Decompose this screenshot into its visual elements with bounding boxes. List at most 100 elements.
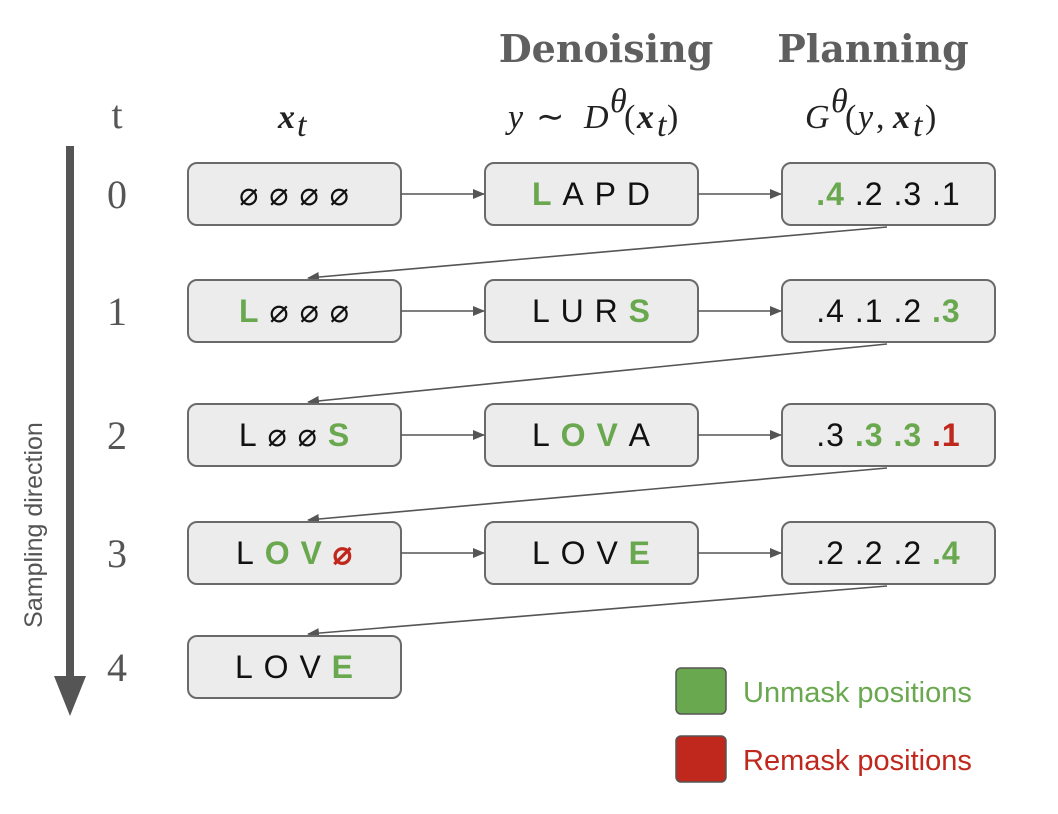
t-axis-label: t bbox=[111, 92, 122, 137]
planning-box-rect bbox=[781, 279, 996, 343]
header-xt-sub: t bbox=[297, 107, 308, 144]
token: E bbox=[619, 535, 651, 571]
token: .1 bbox=[922, 176, 961, 212]
token: L bbox=[532, 417, 551, 453]
xt-box: L ⌀ ⌀ ⌀ bbox=[187, 279, 402, 343]
svg-text:θ: θ bbox=[610, 83, 627, 120]
token: O bbox=[254, 649, 290, 685]
header-denoising: Denoising bbox=[499, 26, 714, 71]
legend-swatch bbox=[675, 735, 727, 783]
token: .4 bbox=[816, 176, 845, 212]
legend-swatch bbox=[675, 667, 727, 715]
token: R bbox=[585, 293, 619, 329]
token: L bbox=[236, 535, 255, 571]
denoise-box-tokens: L O V E bbox=[532, 535, 651, 571]
token: V bbox=[587, 535, 619, 571]
token: O bbox=[551, 535, 587, 571]
xt-box-rect bbox=[187, 635, 402, 699]
xt-box-tokens: L O V ⌀ bbox=[236, 535, 353, 571]
token: ⌀ bbox=[290, 293, 320, 329]
planning-box-tokens: .4 .1 .2 .3 bbox=[816, 293, 960, 329]
xt-box: L ⌀ ⌀ S bbox=[187, 403, 402, 467]
token: .3 bbox=[845, 417, 884, 453]
svg-text:y: y bbox=[505, 99, 524, 136]
svg-text:(: ( bbox=[845, 99, 856, 136]
token: .4 bbox=[816, 293, 845, 329]
xt-box: ⌀ ⌀ ⌀ ⌀ bbox=[187, 162, 402, 226]
token: P bbox=[585, 176, 617, 212]
planning-box-tokens: .4 .2 .3 .1 bbox=[816, 176, 960, 212]
token: L bbox=[235, 649, 254, 685]
token: V bbox=[587, 417, 619, 453]
planning-box: .4 .2 .3 .1 bbox=[781, 162, 996, 226]
timestep-label: 0 bbox=[107, 172, 127, 217]
legend-label: Unmask positions bbox=[743, 677, 972, 709]
sampling-direction-arrow bbox=[54, 146, 86, 716]
token: .1 bbox=[922, 417, 961, 453]
arrow-feedback bbox=[307, 467, 888, 524]
token: ⌀ bbox=[259, 176, 289, 212]
svg-text:): ) bbox=[925, 99, 936, 136]
denoise-box-tokens: L A P D bbox=[532, 176, 651, 212]
timestep-label: 3 bbox=[107, 531, 127, 576]
token: ⌀ bbox=[258, 417, 288, 453]
token: ⌀ bbox=[320, 176, 350, 212]
svg-text:x: x bbox=[892, 99, 910, 136]
denoise-box: L U R S bbox=[484, 279, 699, 343]
token: .2 bbox=[884, 293, 923, 329]
token: ⌀ bbox=[239, 176, 259, 212]
denoise-box: L O V E bbox=[484, 521, 699, 585]
xt-box-tokens: L ⌀ ⌀ ⌀ bbox=[239, 293, 350, 329]
planning-box-rect bbox=[781, 162, 996, 226]
svg-text:(: ( bbox=[624, 99, 635, 136]
token: .3 bbox=[816, 417, 845, 453]
header-xt: x t bbox=[277, 99, 308, 144]
token: S bbox=[619, 293, 651, 329]
planning-box: .3 .3 .3 .1 bbox=[781, 403, 996, 467]
token: ⌀ bbox=[323, 535, 353, 571]
xt-box: L O V ⌀ bbox=[187, 521, 402, 585]
token: V bbox=[290, 649, 322, 685]
svg-text:∼: ∼ bbox=[536, 99, 565, 136]
token: S bbox=[318, 417, 350, 453]
token: ⌀ bbox=[290, 176, 320, 212]
timestep-label: 2 bbox=[107, 413, 127, 458]
svg-text:D: D bbox=[583, 99, 609, 136]
svg-text:θ: θ bbox=[831, 83, 848, 120]
token: A bbox=[553, 176, 585, 212]
token: .2 bbox=[816, 535, 845, 571]
svg-text:G: G bbox=[805, 99, 830, 136]
svg-text:y: y bbox=[855, 99, 874, 136]
token: ⌀ bbox=[320, 293, 350, 329]
svg-text:t: t bbox=[657, 107, 668, 144]
planning-box-tokens: .2 .2 .2 .4 bbox=[816, 535, 960, 571]
xt-box: L O V E bbox=[187, 635, 402, 699]
token: ⌀ bbox=[260, 293, 290, 329]
token: A bbox=[619, 417, 651, 453]
planning-box-rect bbox=[781, 521, 996, 585]
denoise-box: L O V A bbox=[484, 403, 699, 467]
token: .4 bbox=[922, 535, 961, 571]
svg-text:,: , bbox=[876, 99, 885, 136]
token: .3 bbox=[922, 293, 961, 329]
xt-box-tokens: ⌀ ⌀ ⌀ ⌀ bbox=[239, 176, 350, 212]
token: .3 bbox=[884, 417, 923, 453]
header-plan-math: G θ ( y , x t ) bbox=[805, 83, 936, 144]
token: .2 bbox=[845, 176, 884, 212]
token: L bbox=[532, 535, 551, 571]
header-denoise-math: y ∼ D θ ( x t ) bbox=[505, 83, 678, 144]
token: .2 bbox=[884, 535, 923, 571]
token: ⌀ bbox=[288, 417, 318, 453]
token: L bbox=[532, 176, 553, 212]
token: U bbox=[551, 293, 585, 329]
legend-label: Remask positions bbox=[743, 745, 972, 777]
token: L bbox=[239, 417, 258, 453]
sampling-direction-label: Sampling direction bbox=[20, 422, 48, 628]
token: L bbox=[532, 293, 551, 329]
header-xt-x: x bbox=[277, 99, 295, 136]
token: .1 bbox=[845, 293, 884, 329]
